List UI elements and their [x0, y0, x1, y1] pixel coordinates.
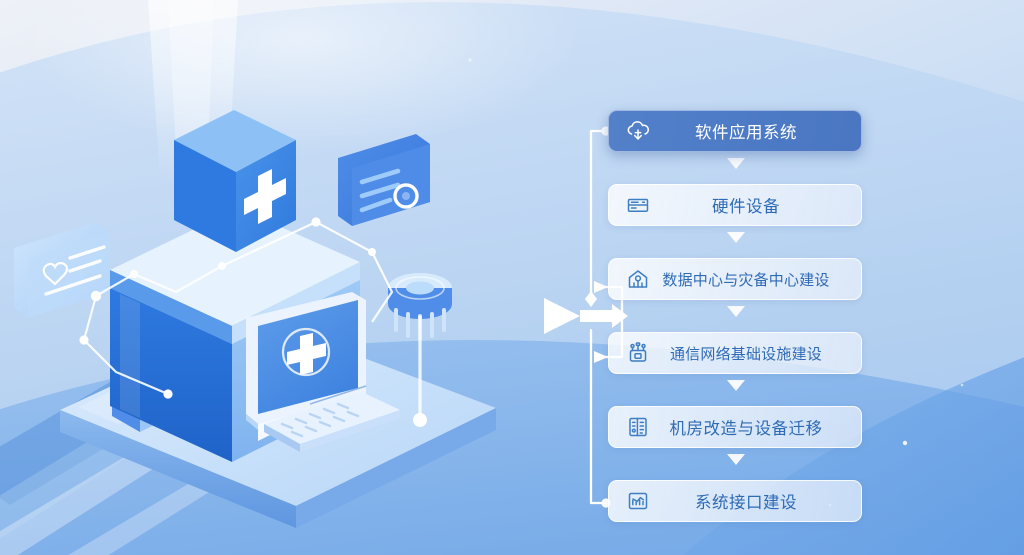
play-triangle-node [544, 298, 628, 334]
flow-item-server-room-renovation-migration[interactable]: 机房改造与设备迁移 [608, 406, 862, 448]
chevron-down-arrow [727, 306, 745, 317]
flow-item-software-application-system[interactable]: 软件应用系统 [608, 110, 862, 152]
flow-item-hardware-device[interactable]: 硬件设备 [608, 184, 862, 226]
chip-component [388, 273, 452, 427]
chevron-down-arrow [727, 158, 745, 169]
network-nodes [82, 220, 394, 396]
flow-item-communication-network-infrastructure[interactable]: 通信网络基础设施建设 [608, 332, 862, 374]
server-device-icon [627, 198, 649, 212]
network-router-icon [629, 342, 647, 362]
server-rack-icon [629, 417, 647, 437]
flow-item-label: 软件应用系统 [695, 124, 797, 142]
chevron-down-arrow [727, 232, 745, 243]
connector-arrow-item4 [594, 351, 608, 363]
flow-item-label: 通信网络基础设施建设 [669, 345, 822, 363]
connector-arrow-item3 [594, 281, 608, 293]
flow-item-label: 机房改造与设备迁移 [669, 420, 823, 438]
chevron-down-arrow [727, 454, 745, 465]
connector-diamond [585, 291, 597, 307]
flow-item-label: 数据中心与灾备中心建设 [662, 271, 830, 289]
flow-item-system-interface-construction[interactable]: 系统接口建设 [608, 480, 862, 522]
desktop-monitor [246, 292, 366, 430]
cloud-app-icon [627, 121, 649, 140]
flow-item-data-center-and-disaster-recovery[interactable]: 数据中心与灾备中心建设 [608, 258, 862, 300]
flow-item-label: 系统接口建设 [695, 494, 797, 512]
isometric-hospital-illustration [14, 0, 496, 528]
network-node-dots [79, 217, 376, 399]
chevron-down-arrow [727, 380, 745, 391]
floating-card-heart [14, 222, 110, 318]
flow-item-label: 硬件设备 [712, 198, 780, 216]
rooftop-cross-box [174, 110, 296, 252]
chart-frame-icon [628, 492, 648, 510]
data-center-icon [628, 270, 648, 288]
floating-card-chart [338, 134, 430, 226]
medical-cross-icon [244, 169, 286, 224]
keyboard [264, 385, 400, 452]
monitor-cross-badge [281, 327, 331, 377]
flow-diagram: 软件应用系统 硬件设备 [536, 0, 1024, 555]
